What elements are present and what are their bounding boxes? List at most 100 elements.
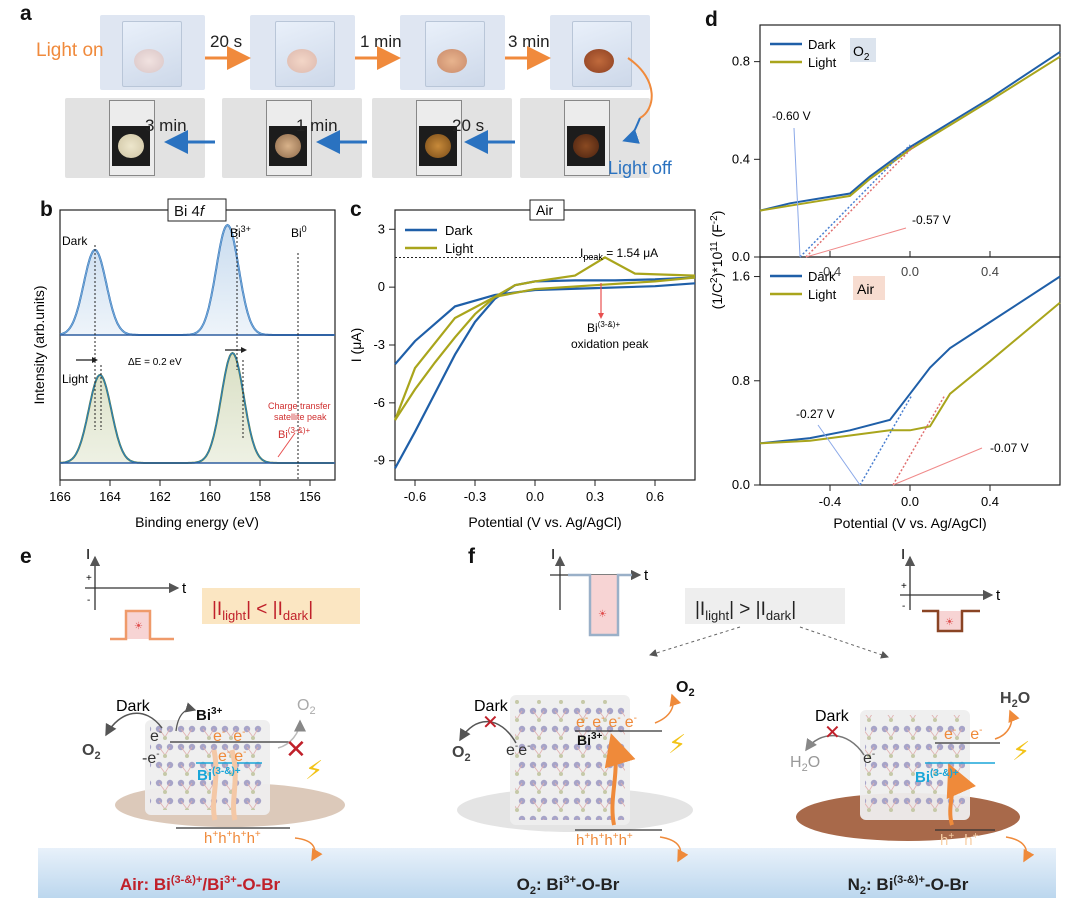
panel-label-e: e [20,545,32,568]
xps-bireduced-label: Bi(3-&)+ [278,426,311,441]
ms-bottom-xtick-label: 0.4 [981,494,999,509]
ms-top-legend-dark: Dark [808,37,836,52]
f-n2-dark-label: Dark [815,708,850,725]
panel-label-d: d [705,8,718,31]
e-cross-icon: ✕ [285,734,307,764]
e-plus: + [86,573,92,584]
ms-bottom-legend-light: Light [808,287,837,302]
cv-ylabel: I (μA) [348,328,364,363]
cv-light-series [394,256,696,421]
ms-top-gas: O2 [853,43,870,63]
ms-top-frame [759,24,1061,258]
ms-top-xtick-label: 0.4 [981,264,999,279]
light-off-label: Light off [608,158,672,178]
f-n2-h2o-product: H2O [1000,690,1030,710]
photo-1min-on [400,15,505,90]
arrow-curve-blue [622,117,641,144]
cv-light-reverse [393,276,696,421]
cv-xtick-label: -0.6 [404,489,426,504]
f-o2-dark-label: Dark [474,698,509,715]
ms-annot-top-dark: -0.60 V [772,109,811,123]
cv-xtick-label: 0.6 [646,489,664,504]
xps-bi0-label: Bi0 [291,224,307,240]
ms-arrow-bottom-light [892,447,983,486]
e-bired-label: Bi(3-&)+ [197,766,241,784]
e-o2-grey: O2 [297,697,316,717]
e-o2-label: O2 [82,742,101,762]
f-o2-electrons-left: e-e- [506,741,531,759]
ms-top-xtick-label: 0.0 [901,264,919,279]
ms-ylabel: (1/C2)*1011 (F-2) [709,211,725,310]
xps-xlabel: Binding energy (eV) [135,514,259,530]
cv-ipeak-label: Ipeak = 1.54 μA [580,246,658,262]
ms-bottom-gas-box [853,276,885,300]
xps-bi3-label: Bi3+ [230,224,251,240]
ms-top-xtick-label: -0.4 [819,264,841,279]
e-bi3-label: Bi3+ [196,706,223,724]
f-o2-o2-label: O2 [452,744,471,764]
f-current-trace-n2: I t + - ☀ [900,546,1001,633]
f-o2-electrons-cb: e-e-e-e- [576,713,637,731]
xps-satellite-line1: Charge transfer [268,401,331,411]
xps-xtick-label: 166 [49,489,71,504]
cv-legend-light: Light [445,241,474,256]
f-o2-cross-icon: ✕ [482,712,499,734]
ms-annot-bottom-dark: -0.27 V [796,407,835,421]
e-dark-arrow [105,712,163,737]
e-electron-2: -e- [142,749,160,767]
f-o2-holes: h+h+h+h+ [576,831,633,849]
e-minus: - [87,595,90,606]
ms-bottom-ytick-label: 0.8 [732,373,750,388]
cv-dark-reverse [394,282,696,366]
xps-light-fill [60,353,335,463]
f-relation: |Ilight| > |Idark| [695,599,796,623]
cv-title: Air [536,202,553,218]
ms-top-gas-box [850,38,876,62]
f-n2-electrons: e-e- [944,725,983,743]
ms-arrow-top-light [805,227,907,258]
xps-chart: Bi 4f Dark Light Bi3+ Bi0 ΔE = 0.2 eV Ch… [31,198,336,530]
ms-bottom-legend-dark: Dark [808,269,836,284]
cv-chart: Dark Light Air Ipeak = 1.54 μA Bi(3-&)+ … [348,199,696,530]
ms-bottom-ytick-label: 0.0 [732,477,750,492]
cv-xtick-label: 0.0 [526,489,544,504]
ms-bottom-gas: Air [857,281,874,297]
xps-dark-fill [60,225,335,335]
ms-bottom-fit-dark [859,394,913,486]
f-relation-box [685,588,845,624]
ms-top-legend-light: Light [808,55,837,70]
cv-xtick-label: -0.3 [464,489,486,504]
cv-legend-dark: Dark [445,223,473,238]
ms-bottom-light-series [759,301,1061,445]
f-n2-caption: N2: Bi(3-&)+-O-Br [848,874,969,897]
e-relation: |Ilight| < |Idark| [212,599,313,623]
f-n2-holes: h+h+ [940,831,979,849]
f-n2-cross-icon: ✕ [824,722,841,744]
e-trace-line [110,609,174,641]
ms-bottom-fit-light [892,394,946,486]
xps-light-label: Light [62,372,89,386]
panel-label-b: b [40,198,53,221]
f-particle-n2 [796,710,1020,841]
schematic-water-band [38,848,1056,898]
e-electron-1: e- [150,727,162,745]
svg-text:t: t [644,567,649,584]
xps-xtick-label: 156 [299,489,321,504]
f-o2-caption: O2: Bi3+-O-Br [517,874,620,897]
svg-text:+: + [901,581,907,592]
f-particle-o2 [457,695,693,832]
e-axis-t: t [182,580,187,597]
photo-20s-off [372,98,512,178]
ms-annot-bottom-light: -0.07 V [990,441,1029,455]
xps-xtick-label: 164 [99,489,121,504]
e-relation-box [202,588,360,624]
panel-label-f: f [468,545,475,568]
panel-label-c: c [350,198,362,221]
photo-light-off [520,98,650,178]
ms-annot-top-light: -0.57 V [912,213,951,227]
ms-arrow-top-dark [793,127,801,258]
schematics: I t + - ☀ |Ilight| < |Idark| Dark O2 e- … [82,546,1035,897]
